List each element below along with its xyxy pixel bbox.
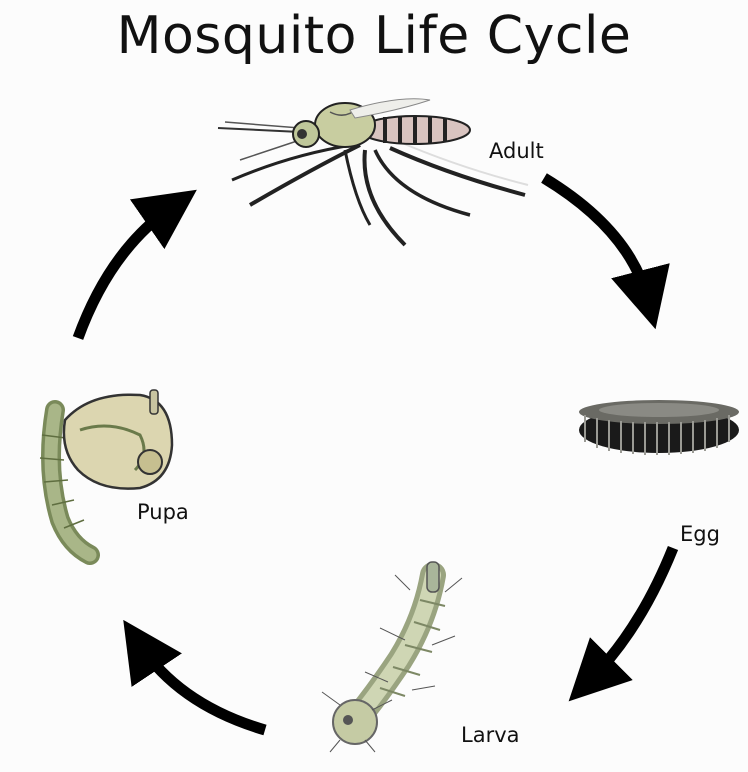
- egg-raft-illustration: [579, 400, 739, 455]
- arrow-pupa-to-adult: [78, 207, 172, 338]
- page-title: Mosquito Life Cycle: [0, 6, 748, 66]
- arrow-adult-to-egg: [544, 178, 648, 300]
- pupa-illustration: [40, 390, 172, 555]
- stage-label-egg: Egg: [680, 522, 720, 546]
- arrow-egg-to-larva: [590, 548, 673, 680]
- stage-label-adult: Adult: [489, 139, 544, 163]
- stage-label-pupa: Pupa: [137, 500, 189, 524]
- larva-illustration: [322, 562, 462, 752]
- stage-label-larva: Larva: [461, 723, 520, 747]
- arrow-larva-to-pupa: [140, 645, 265, 730]
- adult-mosquito-illustration: [218, 99, 528, 245]
